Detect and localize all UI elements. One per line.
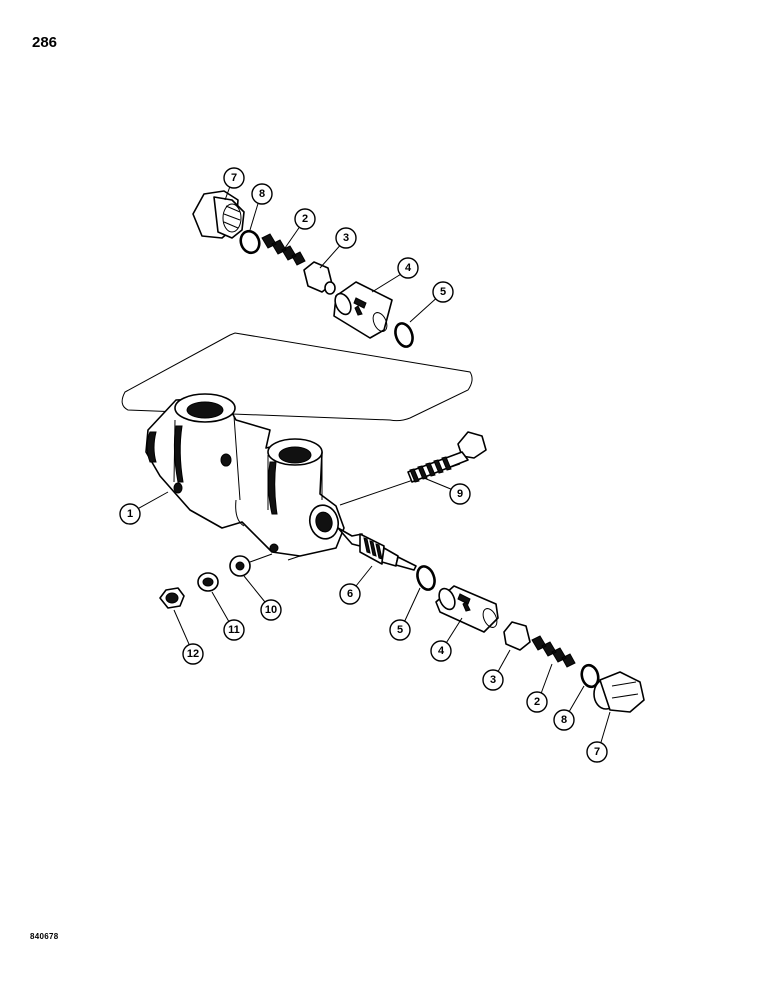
svg-text:7: 7 [231,172,237,184]
svg-text:11: 11 [228,624,240,636]
svg-text:9: 9 [457,488,463,500]
svg-text:4: 4 [405,262,412,274]
assembly-outline [121,332,473,422]
callout-8-upper: 8 [251,183,273,205]
svg-text:8: 8 [561,714,567,726]
callout-8-lower: 8 [553,709,575,731]
callout-3-upper: 3 [335,227,357,249]
figure-code: 840678 [30,932,59,941]
o-ring-lower-5 [416,565,436,591]
svg-text:8: 8 [259,188,265,200]
svg-text:12: 12 [187,648,199,660]
svg-text:2: 2 [534,696,540,708]
callout-7-lower: 7 [586,741,608,763]
callout-6: 6 [339,583,361,605]
svg-text:4: 4 [438,645,445,657]
bolt [407,431,487,483]
callout-10: 10 [260,599,282,621]
flat-washer [229,555,251,577]
needle-valve [337,527,417,571]
callout-7-upper: 7 [223,167,245,189]
callout-11: 11 [223,619,245,641]
svg-text:1: 1 [127,508,133,520]
o-ring-upper-8 [239,229,261,255]
poppet-lower [503,621,531,651]
o-ring-lower-8 [580,663,600,689]
svg-text:5: 5 [440,286,446,298]
svg-text:10: 10 [265,604,277,616]
stud-line [249,553,273,563]
sleeve-lower [435,585,499,633]
plug-upper [192,190,245,239]
spring-lower [531,635,576,668]
svg-text:6: 6 [347,588,353,600]
o-ring-upper-5 [394,322,414,348]
callout-9: 9 [449,483,471,505]
svg-text:3: 3 [490,674,496,686]
sleeve-upper [333,281,393,339]
callout-4-upper: 4 [397,257,419,279]
svg-text:2: 2 [302,213,308,225]
poppet-upper [303,261,336,295]
callout-2-upper: 2 [294,208,316,230]
lock-washer [197,572,219,592]
spring-upper [261,233,306,266]
callout-2-lower: 2 [526,691,548,713]
svg-text:7: 7 [594,746,600,758]
callout-12: 12 [182,643,204,665]
callout-5-lower: 5 [389,619,411,641]
svg-text:5: 5 [397,624,403,636]
callout-1: 1 [119,503,141,525]
valve-body [145,393,461,561]
callout-4-lower: 4 [430,640,452,662]
page-number: 286 [32,34,58,51]
callout-3-lower: 3 [482,669,504,691]
svg-text:3: 3 [343,232,349,244]
callout-5-upper: 5 [432,281,454,303]
nut [159,587,185,609]
plug-lower [593,671,645,713]
